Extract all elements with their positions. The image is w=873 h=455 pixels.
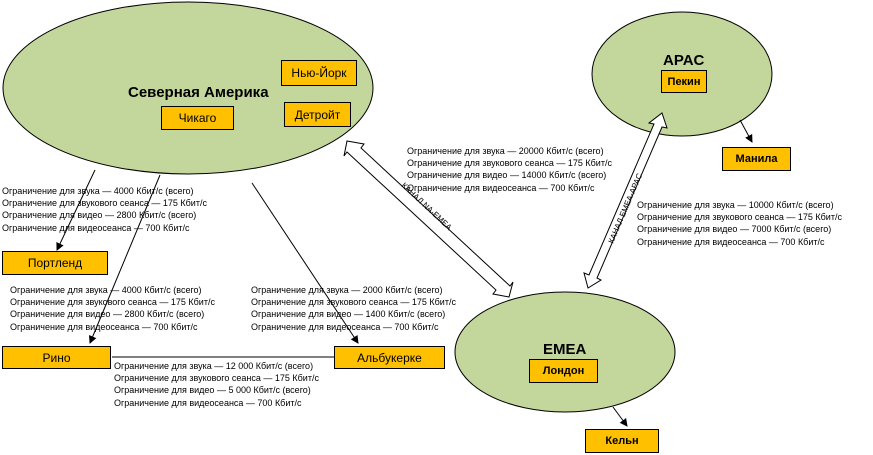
limit-line: Ограничение для звукового сеанса — 175 К… — [2, 198, 207, 209]
region-emea-title: EMEA — [543, 341, 587, 358]
limit-line: Ограничение для видеосеанса — 700 Кбит/с — [10, 321, 198, 332]
site-albuquerque: Альбукерке — [334, 346, 445, 369]
site-detroit: Детройт — [284, 102, 351, 127]
limit-line: Ограничение для звука — 4000 Кбит/с (все… — [2, 186, 194, 196]
limit-line: Ограничение для видео — 2800 Кбит/с (все… — [2, 210, 197, 221]
limit-line: Ограничение для видеосеанса — 700 Кбит/с — [114, 397, 302, 408]
link-na-reno — [89, 174, 161, 344]
link-emea-apac-arrow — [583, 112, 668, 289]
link-apac-manila — [739, 119, 753, 143]
limit-line: Ограничение для видеосеанса — 700 Кбит/с — [407, 182, 595, 193]
limits-reno-albuquerque: Ограничение для звука — 12 000 Кбит/с (в… — [114, 360, 319, 409]
limit-line: Ограничение для видео — 14000 Кбит/с (вс… — [407, 170, 607, 181]
link-na-portland — [56, 169, 96, 251]
region-north-america-title: Северная Америка — [128, 84, 269, 101]
site-beijing: Пекин — [661, 70, 707, 93]
limit-line: Ограничение для звукового сеанса — 175 К… — [10, 297, 215, 308]
limit-line: Ограничение для видеосеанса — 700 Кбит/с — [637, 236, 825, 247]
site-london: Лондон — [529, 359, 598, 383]
limits-na-reno: Ограничение для звука — 4000 Кбит/с (все… — [10, 284, 215, 333]
limit-line: Ограничение для видео — 1400 Кбит/с (все… — [251, 309, 446, 320]
site-cologne: Кельн — [585, 429, 659, 453]
limit-line: Ограничение для звука — 20000 Кбит/с (вс… — [407, 146, 604, 156]
region-emea — [454, 291, 676, 413]
limits-na-emea: Ограничение для звука — 20000 Кбит/с (вс… — [407, 145, 612, 194]
site-new-york: Нью-Йорк — [281, 60, 357, 86]
limit-line: Ограничение для звукового сеанса — 175 К… — [637, 212, 842, 223]
link-na-emea-arrow — [343, 140, 514, 298]
limit-line: Ограничение для звука — 10000 Кбит/с (вс… — [637, 200, 834, 210]
limit-line: Ограничение для звукового сеанса — 175 К… — [251, 297, 456, 308]
limits-emea-apac: Ограничение для звука — 10000 Кбит/с (вс… — [637, 199, 842, 248]
limits-na-albuquerque: Ограничение для звука — 2000 Кбит/с (все… — [251, 284, 456, 333]
limits-na-portland: Ограничение для звука — 4000 Кбит/с (все… — [2, 185, 207, 234]
limit-line: Ограничение для звука — 2000 Кбит/с (все… — [251, 285, 443, 295]
limit-line: Ограничение для видеосеанса — 700 Кбит/с — [2, 222, 190, 233]
limit-line: Ограничение для звукового сеанса — 175 К… — [407, 158, 612, 169]
limit-line: Ограничение для видео — 5 000 Кбит/с (вс… — [114, 385, 311, 396]
site-chicago: Чикаго — [161, 106, 234, 130]
link-emea-cologne — [612, 406, 628, 427]
limit-line: Ограничение для звука — 12 000 Кбит/с (в… — [114, 361, 314, 371]
limit-line: Ограничение для видео — 2800 Кбит/с (все… — [10, 309, 205, 320]
region-north-america — [2, 1, 374, 175]
site-portland: Портленд — [2, 251, 108, 275]
region-apac-title: APAC — [663, 52, 705, 69]
link-na-albuquerque — [251, 182, 359, 344]
limit-line: Ограничение для видео — 7000 Кбит/с (все… — [637, 224, 832, 235]
limit-line: Ограничение для звука — 4000 Кбит/с (все… — [10, 285, 202, 295]
limit-line: Ограничение для видеосеанса — 700 Кбит/с — [251, 321, 439, 332]
limit-line: Ограничение для звукового сеанса — 175 К… — [114, 373, 319, 384]
site-manila: Манила — [722, 147, 791, 171]
site-reno: Рино — [2, 346, 111, 369]
